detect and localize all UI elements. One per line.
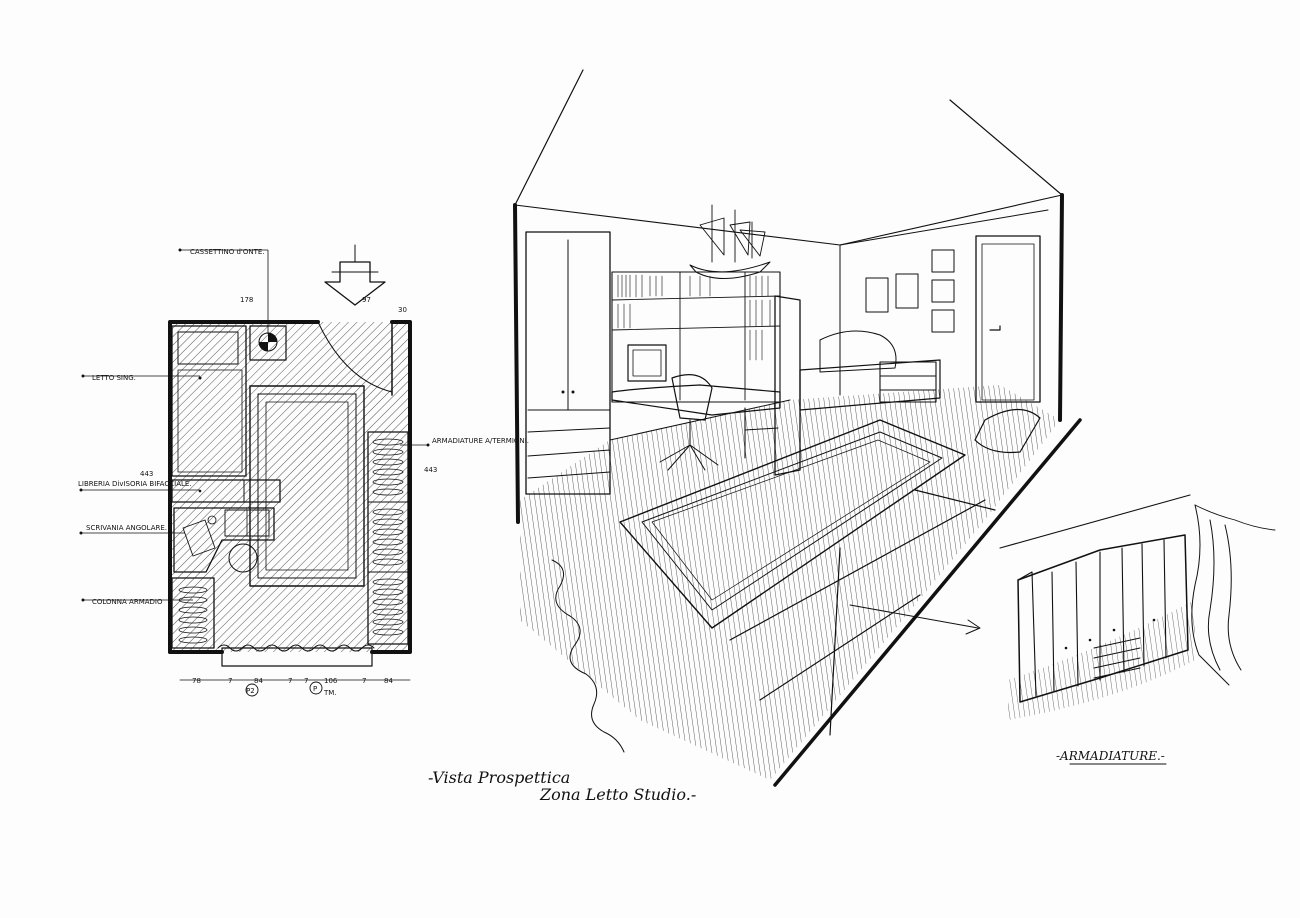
persp-curtain: [551, 559, 625, 753]
dim-bottom-2: 84: [254, 677, 263, 685]
dim-bottom-0: 78: [192, 677, 201, 685]
detail-ceiling: [999, 494, 1191, 549]
persp-divider: [774, 295, 801, 476]
plan-desk: [173, 507, 275, 573]
persp-arrow: [849, 604, 979, 629]
persp-bed: [799, 359, 941, 411]
plan-window: [221, 647, 373, 667]
label-wardrobe-column: COLONNA ARMADIO: [92, 598, 163, 606]
plan-pillow: [177, 331, 239, 365]
dim-right-side: 443: [424, 466, 437, 474]
persp-wardrobe: [525, 231, 611, 495]
persp-wall-left: [513, 203, 520, 524]
plan-floor-hatch: [168, 322, 410, 652]
wardrobe-detail: [999, 494, 1276, 720]
persp-picture-2: [895, 273, 919, 309]
persp-picture-1: [865, 277, 889, 313]
caption-main-line1: -Vista Prospettica: [428, 768, 570, 787]
plan-bed: [171, 325, 247, 477]
ship-model-icon: [689, 204, 771, 279]
dim-left-side: 443: [140, 470, 153, 478]
caption-detail: -ARMADIATURE.-: [1056, 749, 1165, 763]
plan-rug: [249, 385, 365, 587]
persp-rug: [619, 419, 966, 629]
entrance-arrow-icon: [324, 261, 386, 306]
persp-chair: [671, 374, 713, 421]
label-top: CASSETTINO d'ONTE.: [190, 248, 265, 256]
persp-ceiling-left: [514, 69, 584, 206]
plan-hangers-right: [372, 438, 404, 636]
dim-circle-b: P: [313, 685, 317, 693]
dim-bottom-6: 7: [362, 677, 366, 685]
dim-top-right: 30: [398, 306, 407, 314]
detail-wardrobe: [1017, 534, 1189, 703]
persp-window-shadow: [729, 489, 996, 736]
persp-door: [975, 235, 1041, 403]
dim-bottom-1: 7: [228, 677, 232, 685]
plan-door-swing: [317, 321, 393, 393]
persp-bookshelf: [611, 271, 781, 403]
plan-chair: [228, 543, 258, 573]
plan-wardrobe-column: [171, 577, 215, 649]
label-wardrobes: ARMADIATURE A/TERMIONI.: [432, 437, 529, 445]
persp-floor-edge: [773, 418, 1082, 787]
label-desk: SCRIVANIA ANGOLARE.: [86, 524, 167, 532]
persp-ceiling-edge: [514, 194, 1063, 246]
persp-floor-hatch: [520, 385, 1060, 780]
plan-wall-right: [370, 320, 412, 654]
label-bed: LETTO SING.: [92, 374, 136, 382]
dim-bottom-4: 7: [304, 677, 308, 685]
caption-main-line2: Zona Letto Studio.-: [539, 785, 696, 804]
dim-bottom-7: 84: [384, 677, 393, 685]
label-shelf: LIBRERIA DivISORIA BIFACCIALE.: [78, 480, 192, 488]
persp-wall-right: [1058, 193, 1064, 422]
dim-bottom-5: 106: [324, 677, 338, 685]
plan-wall-left-top: [168, 320, 320, 654]
dim-top-mid: 97: [362, 296, 371, 304]
floor-plan: CASSETTINO d'ONTE. LETTO SING. LIBRERIA …: [78, 244, 529, 697]
dim-top-left: 178: [240, 296, 253, 304]
detail-curtain: [1191, 504, 1242, 686]
perspective-view: [513, 69, 1082, 787]
persp-nightstand: [879, 361, 937, 403]
persp-ceiling-right: [949, 99, 1063, 196]
plan-curtain: [217, 644, 375, 652]
persp-desk: [611, 384, 781, 416]
plan-keyboard: [182, 519, 216, 557]
plan-shelf: [171, 479, 281, 503]
dim-circle-a: P2: [246, 687, 255, 695]
dim-bottom-note: TM.: [323, 689, 337, 697]
dim-bottom-3: 7: [288, 677, 292, 685]
plan-wardrobes: [367, 431, 409, 645]
persp-monitor: [627, 344, 667, 382]
